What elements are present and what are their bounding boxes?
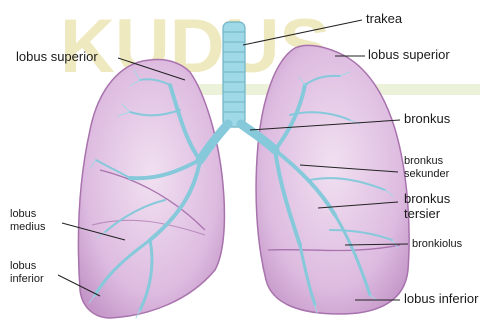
- label-bronkus-tersier-line1: bronkus: [404, 192, 450, 207]
- label-lobus-inferior-right: lobus inferior: [404, 292, 478, 307]
- trachea: [223, 22, 245, 127]
- label-bronkus-sekunder-line1: bronkus: [404, 155, 449, 168]
- label-bronkus-tersier: bronkus tersier: [404, 192, 450, 222]
- label-lobus-medius-line2: medius: [10, 221, 45, 234]
- label-lobus-inferior-left: lobus inferior: [10, 260, 44, 285]
- label-lobus-medius-line1: lobus: [10, 208, 45, 221]
- label-lobus-superior-right: lobus superior: [368, 48, 450, 63]
- label-bronkus-tersier-line2: tersier: [404, 207, 450, 222]
- label-bronkus: bronkus: [404, 112, 450, 127]
- label-bronkiolus: bronkiolus: [412, 238, 462, 251]
- label-lobus-inferior-left-line2: inferior: [10, 273, 44, 286]
- label-trakea: trakea: [366, 12, 402, 27]
- label-bronkus-sekunder-line2: sekunder: [404, 168, 449, 181]
- label-lobus-medius: lobus medius: [10, 208, 45, 233]
- label-bronkus-sekunder: bronkus sekunder: [404, 155, 449, 180]
- label-lobus-superior-left: lobus superior: [16, 50, 98, 65]
- label-lobus-inferior-left-line1: lobus: [10, 260, 44, 273]
